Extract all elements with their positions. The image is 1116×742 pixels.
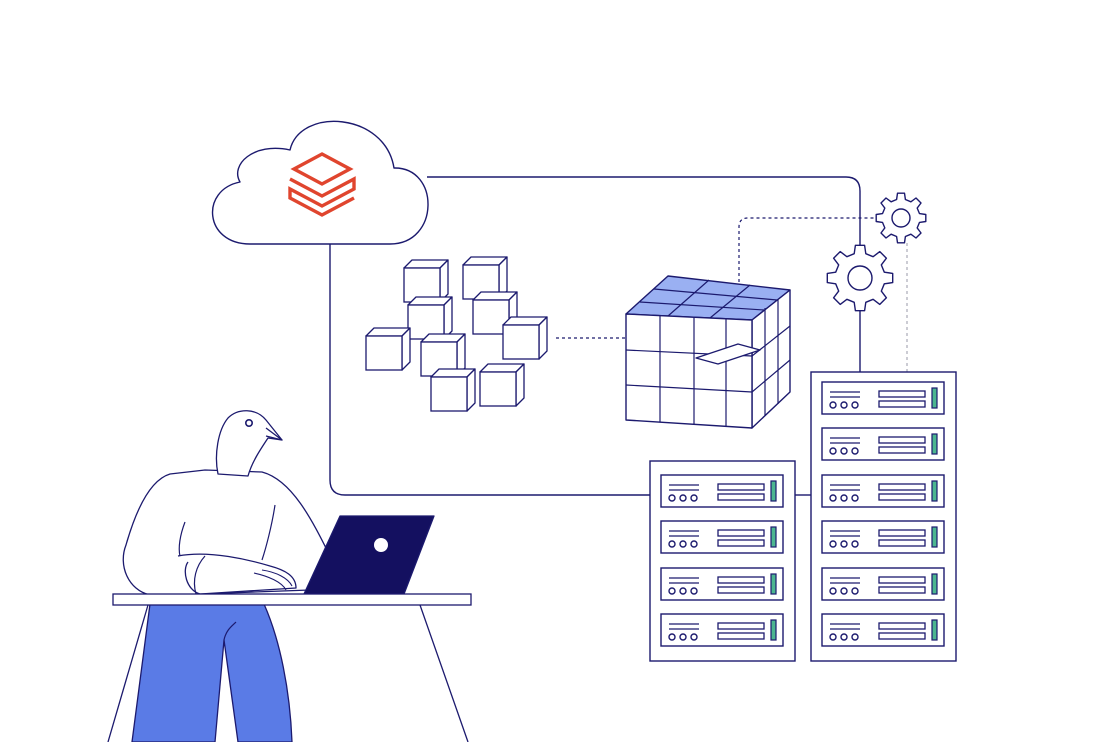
data-block (430, 368, 476, 412)
server-unit (821, 427, 945, 461)
data-block (502, 316, 548, 360)
person-figure (122, 410, 331, 742)
cloud-to-gear-connector (427, 176, 861, 250)
server-rack-right (810, 371, 957, 662)
server-rack-left (649, 460, 796, 662)
data-cube-icon (625, 275, 791, 429)
desk (107, 593, 472, 742)
layered-stack-logo (288, 152, 356, 217)
server-unit (821, 613, 945, 647)
data-block (479, 363, 525, 407)
gear-hole (847, 265, 873, 291)
gear-icon-small (875, 192, 927, 244)
server-unit (821, 381, 945, 415)
gear-hole (891, 208, 911, 228)
server-unit (660, 567, 784, 601)
server-unit (660, 474, 784, 508)
cube-to-gear-dashed-connector (738, 217, 876, 282)
laptop-icon (303, 515, 435, 595)
data-block (365, 327, 411, 371)
data-block (403, 259, 449, 303)
data-blocks-cluster (365, 256, 548, 412)
data-block (407, 296, 453, 340)
server-unit (660, 613, 784, 647)
gear-icon-large (826, 244, 894, 312)
server-unit (660, 520, 784, 554)
server-unit (821, 520, 945, 554)
cloud-to-server-connector (329, 244, 650, 496)
server-unit (821, 474, 945, 508)
server-unit (821, 567, 945, 601)
